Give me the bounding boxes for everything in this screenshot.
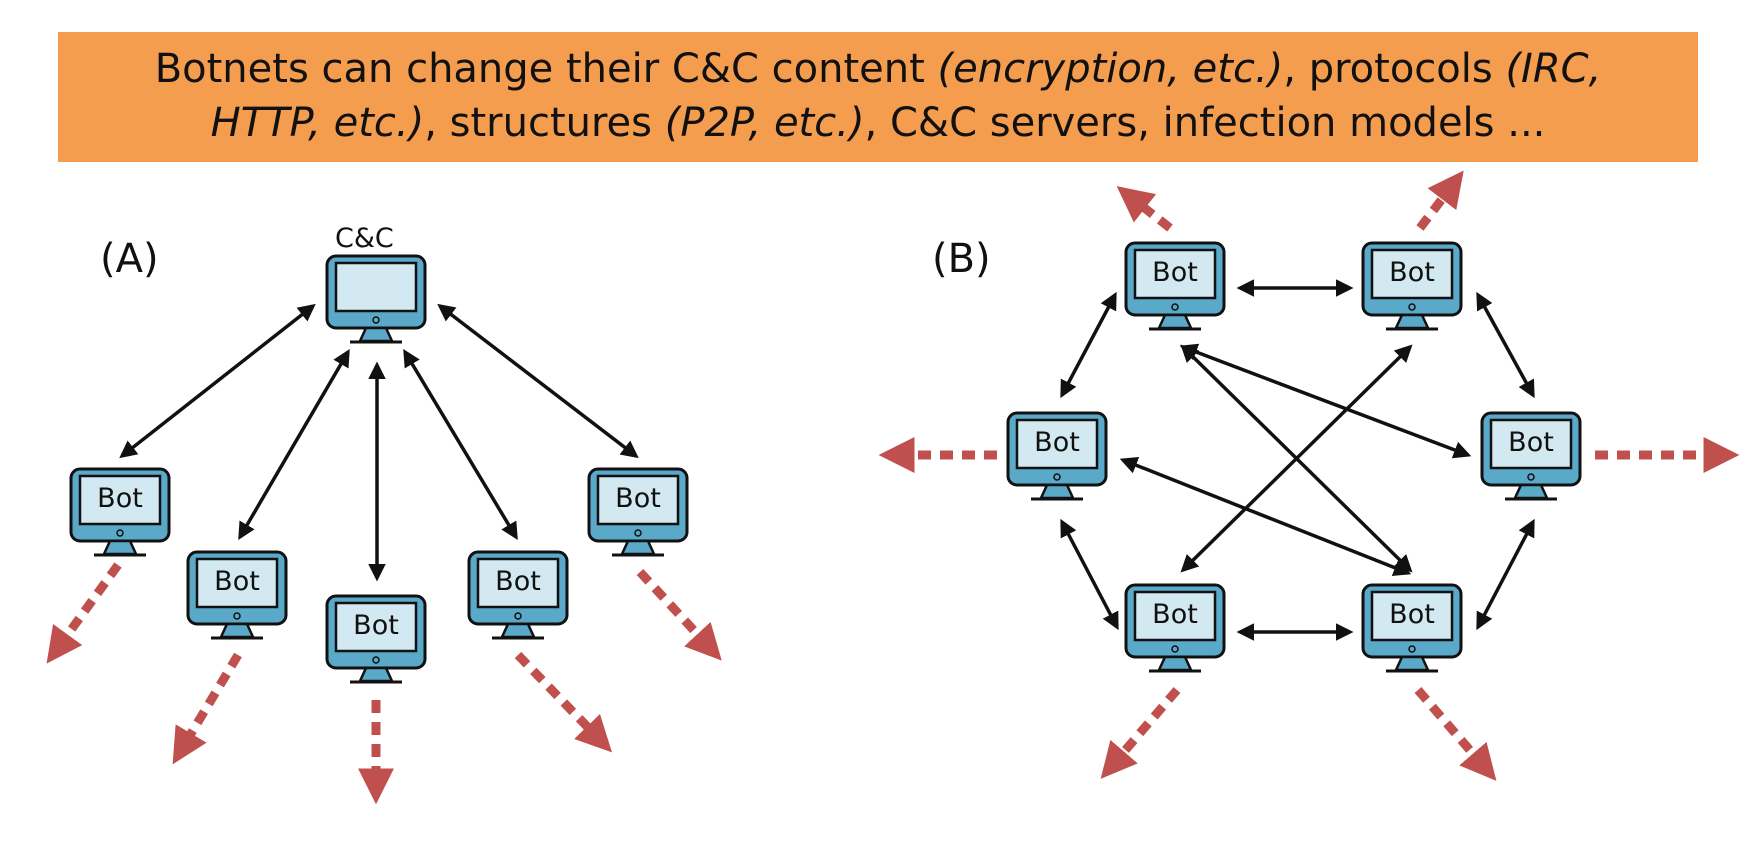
infection-a-bot5 bbox=[636, 568, 722, 661]
links-a bbox=[119, 303, 639, 582]
monitor-stand bbox=[358, 326, 394, 343]
monitor-screen bbox=[1133, 248, 1217, 300]
monitor-screen bbox=[1015, 418, 1099, 470]
monitor-stand bbox=[500, 622, 536, 639]
cc-server-label: C&C bbox=[335, 223, 394, 254]
bot-label: Bot bbox=[1034, 427, 1080, 458]
link-ml-br bbox=[1119, 457, 1412, 576]
bot-label: Bot bbox=[1389, 257, 1435, 288]
bot-label: Bot bbox=[495, 566, 541, 597]
banner-text-1: Botnets can change their C&C content bbox=[154, 46, 938, 92]
monitor-screen bbox=[1370, 590, 1454, 642]
infection-b-tl bbox=[1116, 186, 1173, 232]
bot-b-middle-left: Bot bbox=[1006, 411, 1108, 501]
bot-a-5: Bot bbox=[587, 467, 689, 557]
bot-label: Bot bbox=[1152, 257, 1198, 288]
banner-text-2: (encryption, etc.) bbox=[937, 46, 1284, 92]
monitor-stand bbox=[1157, 313, 1193, 330]
infection-arrows bbox=[46, 170, 1740, 805]
power-button bbox=[1171, 645, 1179, 653]
banner-text-8: , C&C servers, infection models ... bbox=[864, 100, 1546, 146]
bot-a-4: Bot bbox=[467, 550, 569, 640]
monitor-stand bbox=[1039, 483, 1075, 500]
bot-label: Bot bbox=[1152, 599, 1198, 630]
power-button bbox=[116, 529, 124, 537]
bot-b-bottom-left: Bot bbox=[1124, 583, 1226, 673]
bot-b-top-left: Bot bbox=[1124, 241, 1226, 331]
monitor-screen bbox=[1133, 590, 1217, 642]
infection-b-br bbox=[1414, 687, 1497, 781]
monitor-screen bbox=[476, 557, 560, 609]
banner-text-5: HTTP, etc.) bbox=[210, 100, 425, 146]
bot-label: Bot bbox=[1508, 427, 1554, 458]
bot-label: Bot bbox=[615, 483, 661, 514]
monitor-screen bbox=[78, 474, 162, 526]
link-cc-bot4 bbox=[403, 348, 518, 541]
link-mr-br bbox=[1476, 518, 1535, 631]
monitor-stand bbox=[1394, 655, 1430, 672]
infection-b-tr bbox=[1416, 170, 1464, 231]
monitor-stand bbox=[102, 539, 138, 556]
banner-text-4: (IRC, bbox=[1505, 46, 1602, 92]
panel-label-b: (B) bbox=[932, 236, 991, 282]
link-tr-mr bbox=[1476, 291, 1535, 399]
infection-a-bot2 bbox=[172, 652, 242, 765]
bot-a-3: Bot bbox=[325, 594, 427, 684]
power-button bbox=[634, 529, 642, 537]
banner-text-7: (P2P, etc.) bbox=[664, 100, 865, 146]
panel-label-a: (A) bbox=[100, 236, 159, 282]
power-button bbox=[1171, 303, 1179, 311]
links-b bbox=[1060, 279, 1535, 641]
link-cc-bot5 bbox=[437, 303, 639, 459]
bot-b-top-right: Bot bbox=[1361, 241, 1463, 331]
monitor-stand bbox=[1157, 655, 1193, 672]
bot-label: Bot bbox=[97, 483, 143, 514]
banner-text-3: , protocols bbox=[1283, 46, 1506, 92]
link-tl-mr bbox=[1179, 343, 1472, 459]
power-button bbox=[233, 612, 241, 620]
link-cc-bot1 bbox=[119, 303, 316, 459]
banner-text-6: , structures bbox=[424, 100, 665, 146]
monitor-stand bbox=[219, 622, 255, 639]
power-button bbox=[372, 316, 380, 324]
banner: Botnets can change their C&C content (en… bbox=[58, 32, 1698, 162]
link-tl-ml bbox=[1060, 291, 1117, 399]
monitor-screen bbox=[1489, 418, 1573, 470]
monitor-screen bbox=[334, 601, 418, 653]
infection-b-bl bbox=[1100, 687, 1181, 779]
power-button bbox=[1408, 303, 1416, 311]
power-button bbox=[372, 656, 380, 664]
power-button bbox=[514, 612, 522, 620]
cc-server-monitor bbox=[325, 254, 427, 344]
link-cc-bot2 bbox=[238, 348, 350, 541]
bot-a-1: Bot bbox=[69, 467, 171, 557]
power-button bbox=[1053, 473, 1061, 481]
bot-a-2: Bot bbox=[186, 550, 288, 640]
infection-a-bot1 bbox=[46, 562, 122, 664]
monitor-stand bbox=[358, 666, 394, 683]
monitor-stand bbox=[1394, 313, 1430, 330]
monitor-screen bbox=[195, 557, 279, 609]
bot-label: Bot bbox=[1389, 599, 1435, 630]
monitor-stand bbox=[620, 539, 656, 556]
power-button bbox=[1408, 645, 1416, 653]
infection-a-bot4 bbox=[514, 651, 613, 753]
monitor-screen bbox=[1370, 248, 1454, 300]
bot-label: Bot bbox=[353, 610, 399, 641]
bot-b-bottom-right: Bot bbox=[1361, 583, 1463, 673]
bot-label: Bot bbox=[214, 566, 260, 597]
monitor-stand bbox=[1513, 483, 1549, 500]
bot-b-middle-right: Bot bbox=[1480, 411, 1582, 501]
monitor-screen bbox=[334, 261, 418, 313]
monitor-screen bbox=[596, 474, 680, 526]
power-button bbox=[1527, 473, 1535, 481]
link-ml-bl bbox=[1060, 518, 1119, 631]
